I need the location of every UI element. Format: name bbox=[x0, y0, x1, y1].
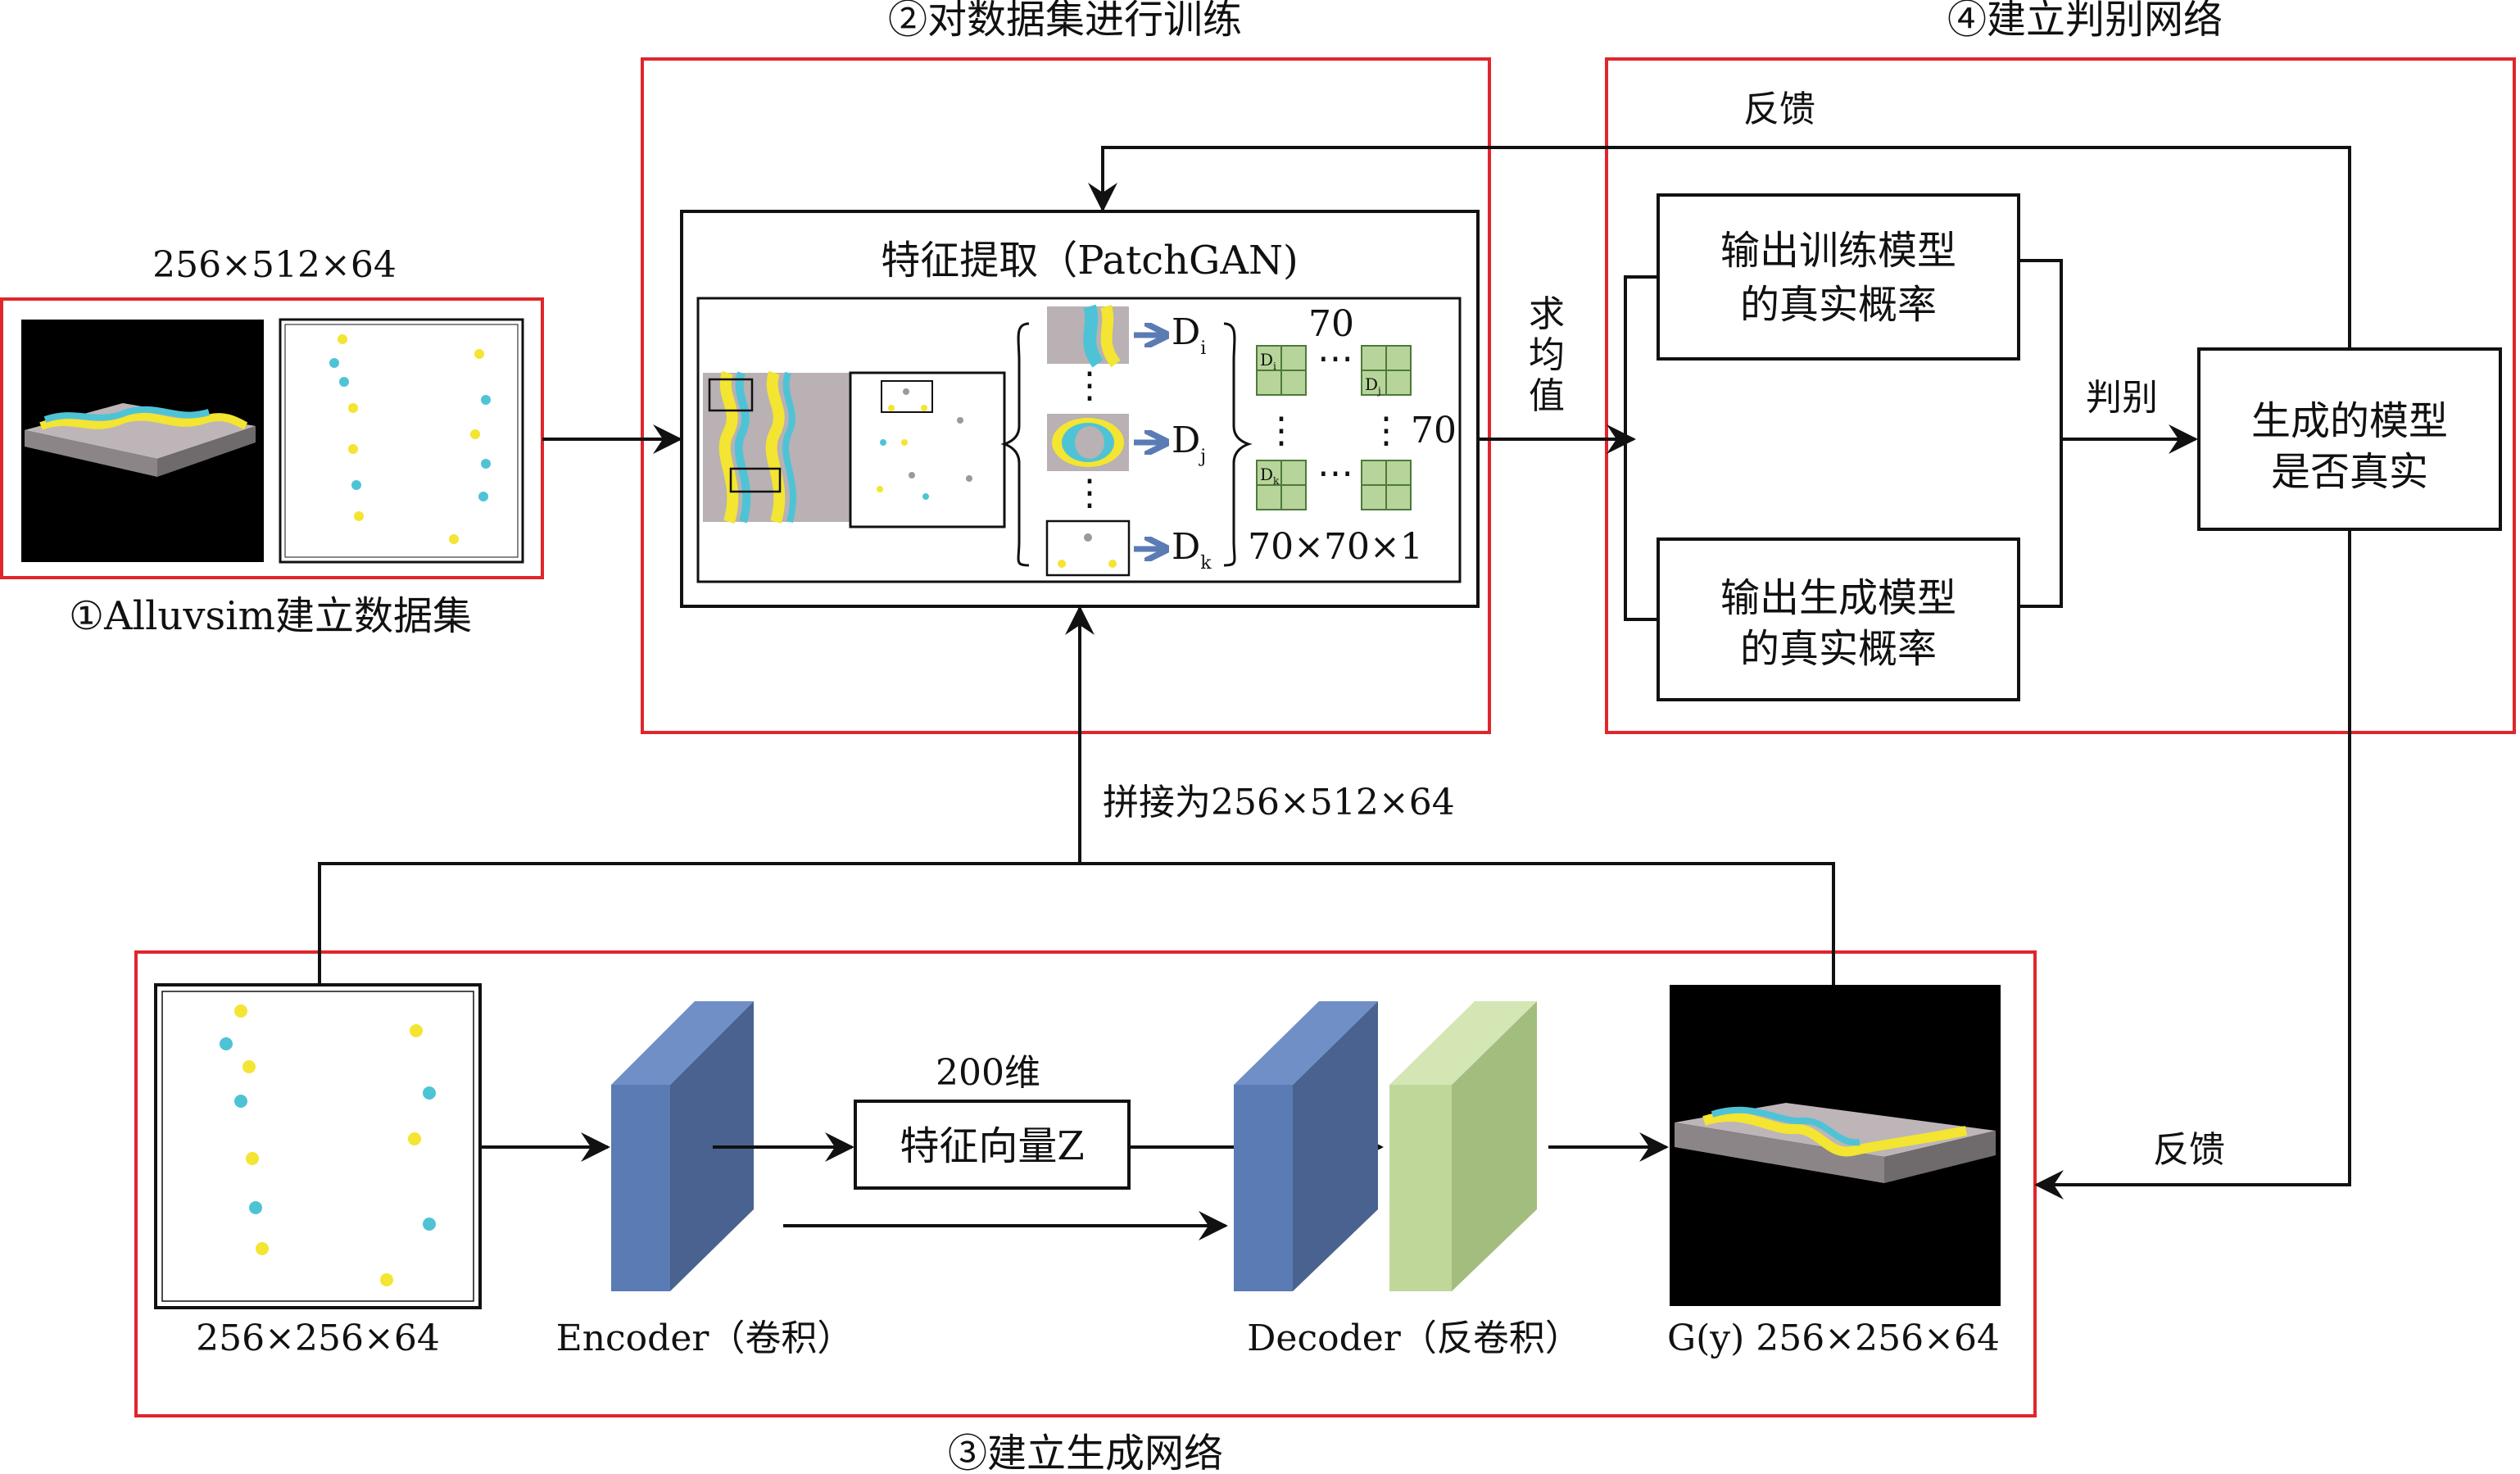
concat-line bbox=[318, 862, 1835, 985]
feedback-top-line bbox=[1088, 146, 2351, 349]
dataset-well-points bbox=[329, 334, 491, 544]
training-wells-image bbox=[849, 371, 1006, 528]
patchgan-title: 特征提取（PatchGAN) bbox=[881, 238, 1299, 283]
encoder-label: Encoder（卷积） bbox=[556, 1318, 854, 1359]
d-label-j: Dj bbox=[1172, 420, 1206, 467]
concat-label: 拼接为256×512×64 bbox=[1103, 782, 1455, 823]
merge-bracket-right bbox=[2019, 259, 2063, 608]
dim-label: 200维 bbox=[936, 1052, 1040, 1094]
output-model-image bbox=[1670, 985, 2001, 1306]
right-brace bbox=[1223, 322, 1253, 567]
left-brace bbox=[1000, 322, 1030, 567]
generator-wells-image bbox=[154, 983, 482, 1309]
real-prob-line2: 的真实概率 bbox=[1740, 282, 1937, 328]
decoder-label: Decoder（反卷积） bbox=[1247, 1318, 1581, 1359]
average-label-1: 求 bbox=[1529, 293, 1565, 335]
feedback-right-label: 反馈 bbox=[2153, 1129, 2225, 1171]
grid-cell-plain bbox=[1361, 460, 1412, 510]
encoder-block bbox=[611, 1001, 754, 1291]
discriminator-title: ④建立判别网络 bbox=[1947, 0, 2223, 43]
input-size-label: 256×256×64 bbox=[196, 1318, 440, 1359]
result-line2: 是否真实 bbox=[2271, 449, 2428, 495]
decoder-conv-block bbox=[1234, 1001, 1378, 1291]
grid-cell-dk: Dk bbox=[1256, 460, 1307, 510]
dataset-title: ①Alluvsim建立数据集 bbox=[69, 593, 472, 639]
feedback-right-line bbox=[2034, 529, 2351, 1200]
grid-top-label: 70 bbox=[1308, 303, 1354, 345]
average-label-2: 均 bbox=[1529, 334, 1565, 376]
decoder-deconv-block bbox=[1389, 1001, 1537, 1291]
grid-bottom-label: 70×70×1 bbox=[1248, 526, 1423, 568]
patch-dj-image bbox=[1047, 414, 1129, 471]
output-label: G(y) 256×256×64 bbox=[1667, 1318, 2000, 1359]
hdots-top: ⋯ bbox=[1317, 338, 1353, 379]
grid-cell-di: Di bbox=[1256, 345, 1307, 396]
feedback-top-label: 反馈 bbox=[1743, 88, 1815, 130]
training-channel-image bbox=[703, 370, 850, 524]
dataset-wells-image bbox=[279, 318, 524, 564]
judge-label: 判别 bbox=[2086, 377, 2158, 419]
vdots-grid-right: ⋮ bbox=[1368, 410, 1404, 451]
vdots-1: ⋮ bbox=[1072, 365, 1108, 406]
generator-title: ③建立生成网络 bbox=[948, 1431, 1223, 1474]
vdots-grid-left: ⋮ bbox=[1263, 410, 1299, 451]
gen-prob-line1: 输出生成模型 bbox=[1720, 575, 1956, 621]
grid-right-label: 70 bbox=[1411, 410, 1457, 451]
split-bracket-left bbox=[1624, 275, 1658, 621]
patchgan-inner-box bbox=[696, 297, 1462, 583]
d-label-k: Dk bbox=[1172, 526, 1212, 574]
training-frame bbox=[641, 57, 1491, 734]
svg-text:Dj: Dj bbox=[1365, 374, 1381, 397]
result-line1: 生成的模型 bbox=[2251, 398, 2448, 444]
feature-vector-box bbox=[854, 1100, 1131, 1190]
vdots-2: ⋮ bbox=[1072, 472, 1108, 514]
average-label-3: 值 bbox=[1529, 375, 1565, 417]
gen-prob-line2: 的真实概率 bbox=[1740, 626, 1937, 672]
hdots-bottom: ⋯ bbox=[1317, 452, 1353, 494]
training-title: ②对数据集进行训练 bbox=[888, 0, 1242, 43]
real-prob-box bbox=[1657, 193, 2020, 361]
patch-dk-image bbox=[1045, 519, 1131, 577]
discriminator-frame bbox=[1605, 57, 2516, 734]
dataset-model-image bbox=[21, 320, 264, 562]
d-label-i: Di bbox=[1172, 311, 1206, 359]
svg-text:Di: Di bbox=[1260, 350, 1276, 372]
svg-text:Dk: Dk bbox=[1260, 465, 1280, 487]
grid-cell-dj: Dj bbox=[1361, 345, 1412, 397]
real-prob-line1: 输出训练模型 bbox=[1720, 228, 1956, 274]
dataset-size-label: 256×512×64 bbox=[152, 244, 397, 286]
generator-well-points bbox=[220, 1005, 436, 1286]
feature-vector-label: 特征向量Z bbox=[900, 1123, 1084, 1169]
patch-di-image bbox=[1047, 304, 1129, 368]
